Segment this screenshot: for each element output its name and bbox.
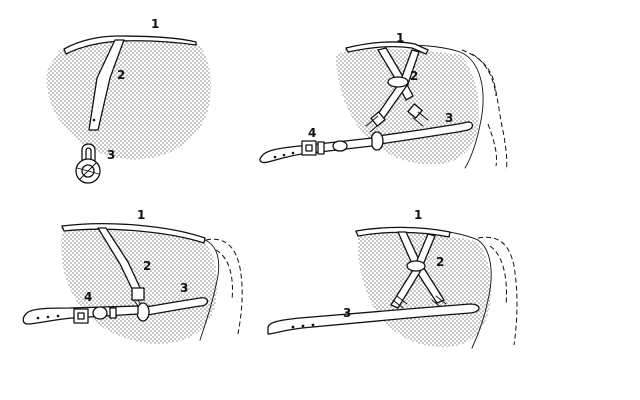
label-2: 2	[436, 255, 444, 269]
label-3: 3	[180, 281, 188, 295]
padlock-icon	[75, 143, 101, 184]
girth-strap	[377, 121, 474, 145]
panel-bottom-left: 1 2 3 4	[22, 208, 243, 344]
shoulder-stipple	[46, 39, 211, 160]
label-4: 4	[308, 126, 316, 140]
label-3: 3	[343, 306, 351, 320]
panel-top-left: 1 2 3	[46, 17, 211, 184]
panel-top-right: 1 2 3 4	[259, 31, 508, 171]
withers-strap	[63, 35, 197, 55]
drop-strap	[88, 39, 125, 131]
label-3: 3	[107, 148, 115, 162]
label-2: 2	[117, 68, 125, 82]
mane-icon	[461, 49, 508, 171]
label-3: 3	[445, 111, 453, 125]
label-2: 2	[410, 69, 418, 83]
mane-icon	[205, 238, 243, 335]
panel-bottom-right: 1 2 3	[267, 208, 518, 349]
label-2: 2	[143, 259, 151, 273]
label-1: 1	[396, 31, 404, 45]
label-1: 1	[414, 208, 422, 222]
withers-strap	[345, 41, 429, 55]
girth-strap	[139, 297, 209, 317]
mane-icon	[477, 236, 518, 346]
label-4: 4	[84, 290, 92, 304]
label-1: 1	[151, 17, 159, 31]
label-1: 1	[137, 208, 145, 222]
girth-strap	[267, 303, 480, 335]
